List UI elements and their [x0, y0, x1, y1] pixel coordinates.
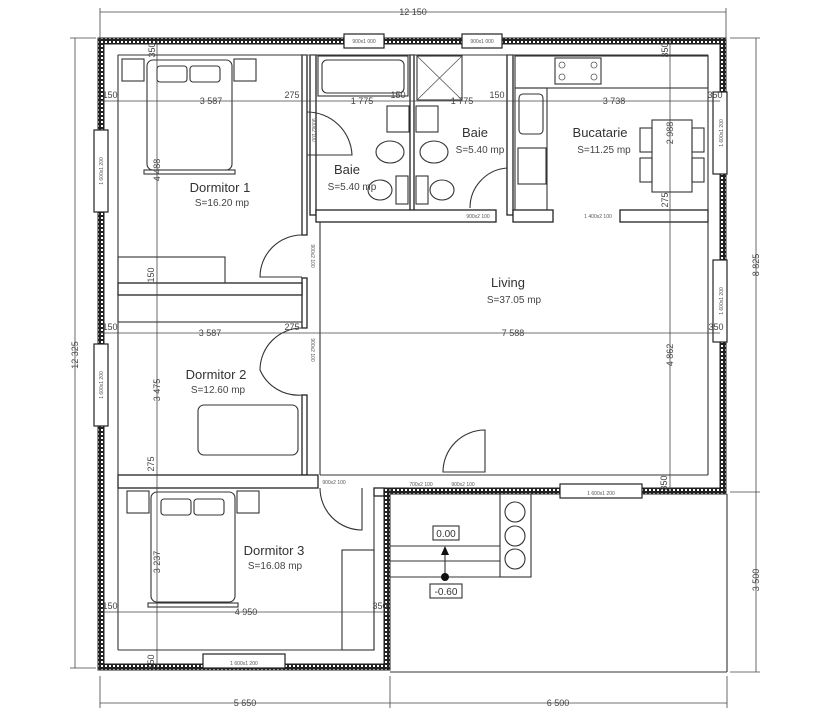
dim-label: 5 650: [234, 698, 257, 708]
room-area: S=5.40 mp: [456, 145, 505, 156]
door-label: 900x2 100: [309, 338, 315, 362]
dimension-lines: [70, 8, 760, 708]
door-label: 900x2 100: [451, 482, 475, 488]
dim-label: 150: [102, 90, 117, 100]
dining-table: [639, 119, 705, 193]
dim-label: 3 587: [200, 96, 223, 106]
dim-label: 350: [147, 42, 157, 57]
dim-label: 350: [707, 90, 722, 100]
desk-dormitor-2: [197, 404, 299, 456]
opening-labels: 900x1 000 900x1 000 1 600x1 200 1 600x1 …: [99, 39, 725, 667]
dim-label: 4 862: [665, 344, 675, 367]
door-label: 900x2 100: [309, 244, 315, 268]
window-label: 1 600x1 200: [719, 119, 725, 147]
dim-label: 12 150: [399, 7, 427, 17]
window-label: 1 600x1 200: [587, 491, 615, 497]
bed-dormitor-3: [126, 490, 260, 608]
bathroom-fixtures: [367, 105, 455, 205]
dim-label: 150: [102, 322, 117, 332]
dim-label: 3 237: [152, 551, 162, 574]
room-area: S=16.20 mp: [195, 198, 250, 209]
interior-walls: [117, 54, 709, 651]
dim-label: 275: [146, 456, 156, 471]
dim-label: 350: [372, 601, 387, 611]
room-labels: Dormitor 1 S=16.20 mp Baie S=5.40 mp Bai…: [186, 125, 632, 572]
interior-dimension-labels: 350 150 3 587 275 1 775 150 1 775 150 3 …: [102, 42, 723, 669]
room-name: Baie: [462, 125, 488, 140]
room-area: S=5.40 mp: [328, 182, 377, 193]
bathtub: [317, 55, 409, 97]
room-name: Dormitor 3: [244, 543, 305, 558]
dim-label: 3 587: [199, 328, 222, 338]
terrace: [390, 493, 728, 673]
dim-label: 150: [146, 267, 156, 282]
dim-label: 12 325: [70, 341, 80, 369]
window-label: 900x1 000: [470, 39, 494, 45]
level-interior: 0.00: [436, 529, 456, 540]
overall-dimension-labels: 12 150 12 325 8 825 3 500 5 650 6 500: [70, 7, 761, 708]
level-exterior: -0.60: [435, 587, 458, 598]
dim-label: 1 775: [451, 96, 474, 106]
dim-label: 2 988: [665, 122, 675, 145]
dim-label: 350: [659, 475, 669, 490]
dim-label: 150: [489, 90, 504, 100]
dim-label: 350: [660, 42, 670, 57]
room-area: S=37.05 mp: [487, 295, 542, 306]
dim-label: 3 500: [751, 569, 761, 592]
dim-label: 6 500: [547, 698, 570, 708]
dim-label: 275: [660, 192, 670, 207]
window-label: 1 600x1 200: [99, 371, 105, 399]
door-label: 900x2 100: [466, 214, 490, 220]
room-name: Bucatarie: [573, 125, 628, 140]
closets: [117, 256, 375, 651]
room-area: S=16.08 mp: [248, 561, 303, 572]
dim-label: 3 738: [603, 96, 626, 106]
door-label: 900x2 100: [322, 480, 346, 486]
window-label: 1 600x1 200: [230, 661, 258, 667]
doors: [259, 111, 508, 531]
dim-label: 275: [284, 322, 299, 332]
room-name: Baie: [334, 162, 360, 177]
room-name: Dormitor 1: [190, 180, 251, 195]
window-label: 900x1 000: [352, 39, 376, 45]
kitchen-counters: [514, 55, 709, 211]
dim-label: 3 475: [152, 379, 162, 402]
dim-label: 275: [284, 90, 299, 100]
dim-label: 150: [390, 90, 405, 100]
bed-dormitor-1: [121, 58, 257, 175]
shower: [416, 55, 463, 101]
room-name: Dormitor 2: [186, 367, 247, 382]
dim-label: 7 588: [502, 328, 525, 338]
dim-label: 350: [708, 322, 723, 332]
dim-label: 4 950: [235, 607, 258, 617]
window-label: 1 600x1 200: [719, 287, 725, 315]
windows: [93, 33, 728, 669]
dim-label: 150: [102, 601, 117, 611]
window-label: 1 600x1 200: [99, 157, 105, 185]
door-label: 700x2 100: [409, 482, 433, 488]
room-area: S=12.60 mp: [191, 385, 246, 396]
dim-label: 150: [146, 654, 156, 669]
door-label: 900x2 100: [310, 118, 316, 142]
door-label: 1 400x2 100: [584, 214, 612, 220]
dim-label: 4 488: [152, 159, 162, 182]
room-name: Living: [491, 275, 525, 290]
dim-label: 1 775: [351, 96, 374, 106]
dim-label: 8 825: [751, 254, 761, 277]
room-area: S=11.25 mp: [577, 145, 631, 156]
